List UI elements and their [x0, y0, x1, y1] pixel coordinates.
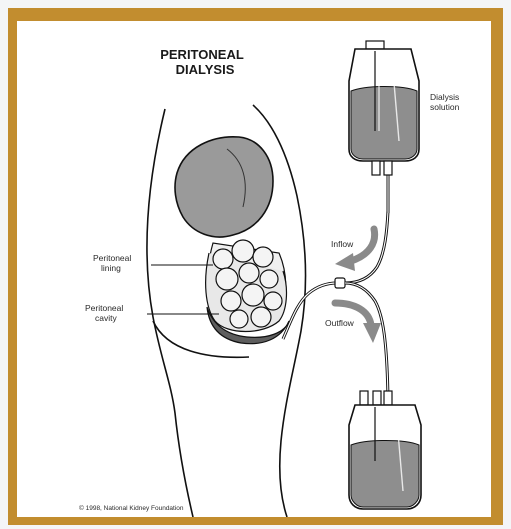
label-inflow: Inflow — [331, 239, 354, 249]
diagram-title-line1: PERITONEAL — [160, 47, 244, 62]
dialysis-solution-bag — [349, 41, 419, 175]
label-outflow: Outflow — [325, 318, 355, 328]
liver-illustration — [175, 137, 273, 237]
label-lining-line2: lining — [101, 263, 121, 273]
label-cavity-line2: cavity — [95, 313, 117, 323]
diagram-title-line2: DIALYSIS — [176, 62, 235, 77]
label-cavity-line1: Peritoneal — [85, 303, 123, 313]
intestines-illustration — [206, 240, 287, 332]
inflow-arrow — [335, 229, 375, 271]
gold-border-frame: PERITONEAL DIALYSIS — [8, 8, 503, 525]
drain-bag — [349, 391, 421, 509]
label-dialysis-line2: solution — [430, 102, 460, 112]
peritoneal-dialysis-diagram: PERITONEAL DIALYSIS — [17, 21, 491, 517]
catheter-tube — [283, 283, 337, 339]
diagram-panel: PERITONEAL DIALYSIS — [17, 21, 491, 517]
label-dialysis-line1: Dialysis — [430, 92, 459, 102]
label-lining-line1: Peritoneal — [93, 253, 131, 263]
copyright-text: © 1998, National Kidney Foundation — [79, 504, 184, 512]
